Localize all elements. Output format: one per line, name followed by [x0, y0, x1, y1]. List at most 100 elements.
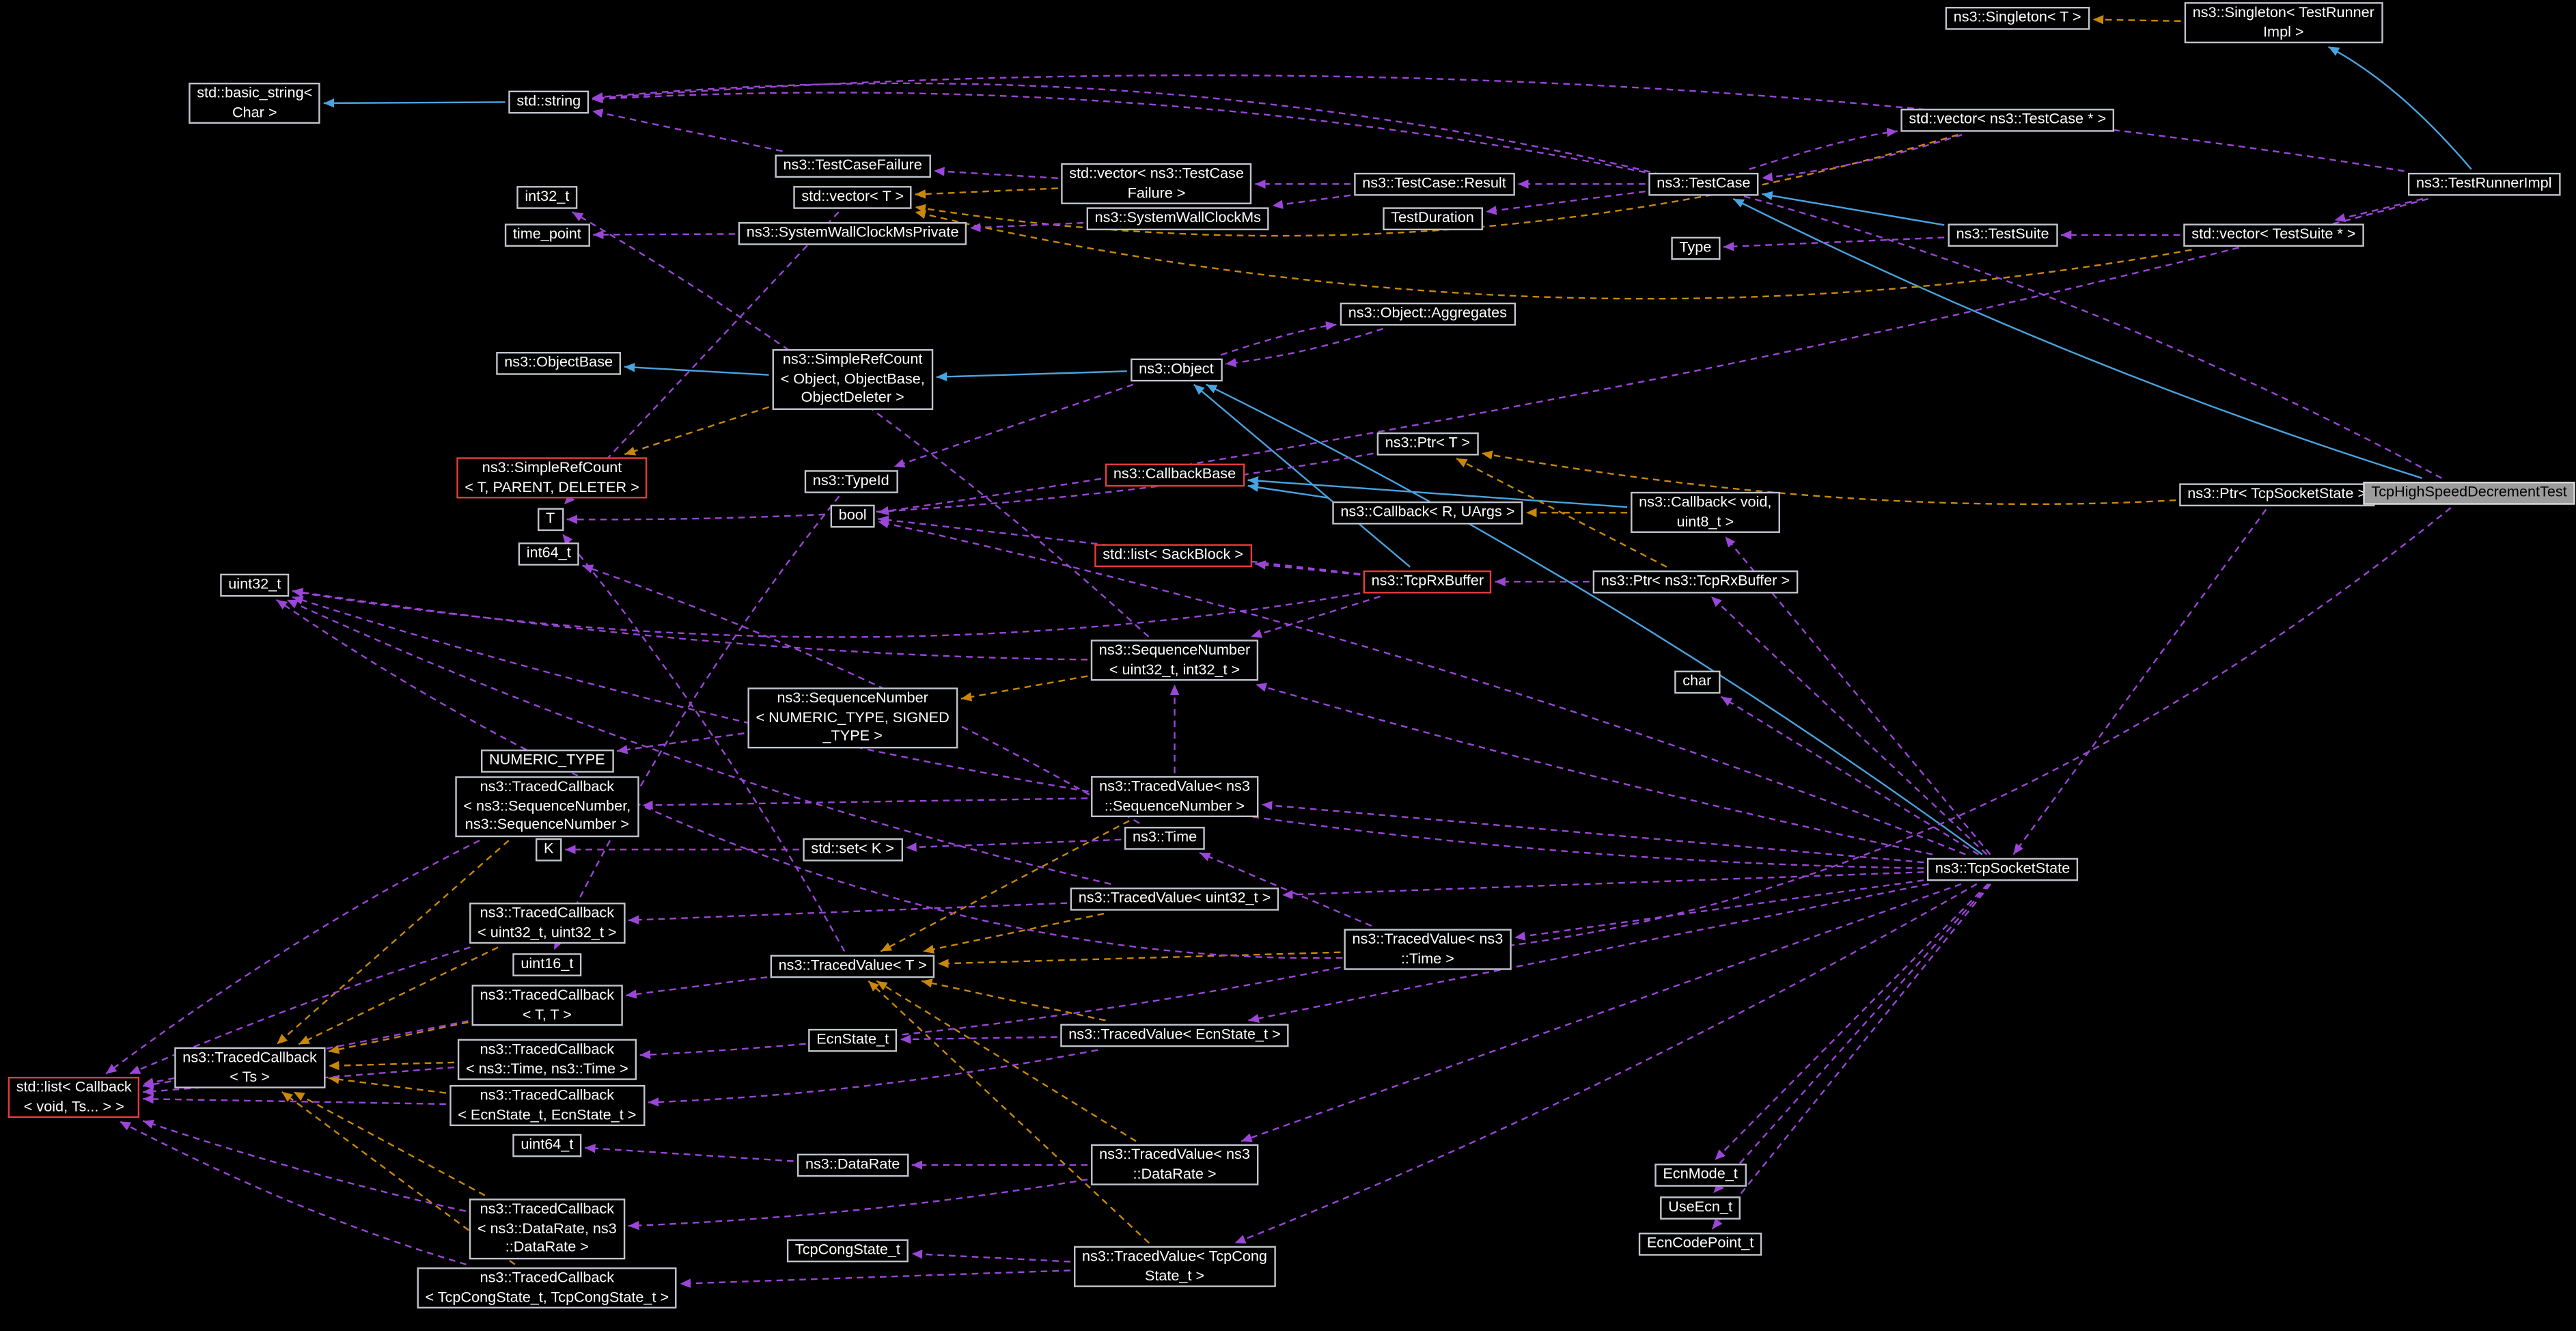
- class-node-tcphighspeeddecrementtest[interactable]: TcpHighSpeedDecrementTest: [2363, 482, 2575, 504]
- use-edge-tracedvalue-tcpcong-to-tracedcallback-tcpcong: [680, 1270, 1070, 1289]
- class-node-label: < TcpCongState_t, TcpCongState_t >: [425, 1288, 669, 1305]
- class-node-testrunnerimpl[interactable]: ns3::TestRunnerImpl: [2407, 172, 2560, 195]
- class-node-ecnstate-t[interactable]: EcnState_t: [808, 1028, 898, 1052]
- template-edge-simplerefcount-object-to-simplerefcount-t: [624, 406, 769, 456]
- class-node-set-k[interactable]: std::set< K >: [803, 838, 902, 861]
- class-node-label: ns3::TracedCallback: [480, 1269, 615, 1286]
- class-node-k[interactable]: K: [535, 838, 562, 861]
- class-node-ptr-tcpsocketstate[interactable]: ns3::Ptr< TcpSocketState >: [2179, 483, 2375, 506]
- class-node-label: Char >: [232, 103, 277, 120]
- use-edge-tcpsocketstate-to-tracedvalue-datarate: [1241, 883, 1962, 1142]
- inherit-edge-callback-void-uint8-to-callbackbase: [1247, 476, 1628, 508]
- class-node-tracedcallback-tcpcong[interactable]: ns3::TracedCallback< TcpCongState_t, Tcp…: [417, 1267, 678, 1309]
- class-node-time-point[interactable]: time_point: [504, 223, 590, 247]
- class-node-type[interactable]: Type: [1671, 236, 1720, 260]
- inherit-edge-object-to-simplerefcount-object: [936, 370, 1127, 382]
- class-node-simplerefcount-object[interactable]: ns3::SimpleRefCount< Object, ObjectBase,…: [772, 348, 933, 411]
- class-node-vector-testcase-ptr[interactable]: std::vector< ns3::TestCase * >: [1900, 109, 2115, 132]
- class-node-tracedcallback-ts[interactable]: ns3::TracedCallback< Ts >: [174, 1047, 325, 1089]
- class-node-tracedvalue-datarate[interactable]: ns3::TracedValue< ns3::DataRate >: [1091, 1144, 1258, 1186]
- class-node-uint16-t[interactable]: uint16_t: [512, 953, 582, 976]
- use-edge-tcpsocketstate-to-bool: [878, 519, 1966, 855]
- class-node-t[interactable]: T: [538, 508, 564, 531]
- class-node-object[interactable]: ns3::Object: [1131, 358, 1222, 381]
- class-node-tracedvalue-ecnstate[interactable]: ns3::TracedValue< EcnState_t >: [1060, 1024, 1289, 1047]
- class-node-seqnum-uint32[interactable]: ns3::SequenceNumber< uint32_t, int32_t >: [1090, 640, 1259, 682]
- class-node-uint32-t[interactable]: uint32_t: [220, 573, 290, 596]
- class-node-objectbase[interactable]: ns3::ObjectBase: [496, 352, 622, 374]
- class-node-testsuite[interactable]: ns3::TestSuite: [1948, 223, 2058, 247]
- class-node-tracedcallback-ecnstate[interactable]: ns3::TracedCallback< EcnState_t, EcnStat…: [449, 1084, 645, 1127]
- class-node-tracedvalue-time[interactable]: ns3::TracedValue< ns3::Time >: [1344, 929, 1512, 971]
- class-node-label: ns3::TestSuite: [1956, 225, 2049, 242]
- class-node-callbackbase[interactable]: ns3::CallbackBase: [1105, 463, 1245, 486]
- class-node-basic-string[interactable]: std::basic_string<Char >: [189, 82, 321, 125]
- use-edge-tcpsocketstate-to-tracedvalue-seqnum: [1261, 801, 1924, 864]
- class-node-int64-t[interactable]: int64_t: [518, 542, 579, 565]
- class-node-char[interactable]: char: [1674, 670, 1720, 694]
- class-node-tracedvalue-seqnum[interactable]: ns3::TracedValue< ns3::SequenceNumber >: [1091, 776, 1258, 818]
- class-node-uint64-t[interactable]: uint64_t: [512, 1134, 582, 1157]
- class-node-testcase[interactable]: ns3::TestCase: [1648, 172, 1759, 195]
- use-edge-testcase-to-testduration: [1486, 191, 1646, 215]
- class-node-testduration[interactable]: TestDuration: [1383, 207, 1482, 230]
- class-node-string[interactable]: std::string: [508, 90, 590, 113]
- use-edge-tracedvalue-tcpcong-to-tcpcongstate-t: [911, 1249, 1070, 1263]
- class-node-object-aggregates[interactable]: ns3::Object::Aggregates: [1340, 302, 1515, 325]
- class-node-ecncodepoint-t[interactable]: EcnCodePoint_t: [1638, 1233, 1762, 1255]
- class-node-tracedvalue-t[interactable]: ns3::TracedValue< T >: [770, 955, 935, 978]
- class-node-numeric-type[interactable]: NUMERIC_TYPE: [481, 750, 613, 772]
- use-edge-object-aggregates-to-object: [1225, 327, 1384, 368]
- class-node-useecn-t[interactable]: UseEcn_t: [1660, 1196, 1741, 1220]
- class-node-tcprxbuffer[interactable]: ns3::TcpRxBuffer: [1363, 570, 1493, 593]
- use-edge-testcase-to-string: [592, 92, 1646, 174]
- class-node-label: ns3::TcpSocketState: [1935, 860, 2071, 877]
- class-node-typeid[interactable]: ns3::TypeId: [804, 470, 898, 493]
- template-edge-ptr-tcprxbuffer-to-ptr-t: [1456, 457, 1667, 568]
- class-node-vector-t[interactable]: std::vector< T >: [793, 186, 912, 209]
- use-edge-testrunnerimpl-to-string: [592, 74, 2405, 172]
- class-node-ecnmode-t[interactable]: EcnMode_t: [1654, 1164, 1746, 1186]
- class-node-systemwallclockmsprivate[interactable]: ns3::SystemWallClockMsPrivate: [738, 222, 967, 245]
- class-node-label: TcpCongState_t: [794, 1241, 900, 1258]
- class-node-callback-void-uint8[interactable]: ns3::Callback< void,uint8_t >: [1631, 491, 1780, 534]
- class-node-tracedcallback-t[interactable]: ns3::TracedCallback< T, T >: [471, 985, 623, 1027]
- class-node-tcpcongstate-t[interactable]: TcpCongState_t: [786, 1239, 909, 1262]
- inherit-edge-testrunnerimpl-to-singleton-testrunnerimpl: [2328, 46, 2472, 170]
- class-node-systemwallclockms[interactable]: ns3::SystemWallClockMs: [1086, 207, 1270, 230]
- class-node-label: ns3::Singleton< TestRunner: [2192, 3, 2374, 20]
- class-node-label: Impl >: [2263, 23, 2304, 40]
- class-node-label: ns3::SequenceNumber >: [465, 816, 629, 833]
- class-node-int32-t[interactable]: int32_t: [516, 186, 578, 209]
- class-node-label: ns3::CallbackBase: [1113, 465, 1236, 482]
- class-node-tracedcallback-uint32[interactable]: ns3::TracedCallback< uint32_t, uint32_t …: [469, 903, 625, 945]
- use-edge-tcpsocketstate-to-tracedvalue-ecnstate: [1248, 883, 1929, 1024]
- class-node-callback-r-uargs[interactable]: ns3::Callback< R, UArgs >: [1332, 501, 1523, 524]
- class-node-label: time_point: [512, 225, 581, 242]
- class-node-label: ns3::Callback< void,: [1639, 493, 1772, 510]
- class-node-bool[interactable]: bool: [830, 504, 875, 527]
- class-node-tcpsocketstate[interactable]: ns3::TcpSocketState: [1926, 857, 2079, 881]
- class-node-seqnum-generic[interactable]: ns3::SequenceNumber< NUMERIC_TYPE, SIGNE…: [747, 687, 958, 749]
- use-edge-object-to-typeid: [894, 383, 1134, 468]
- class-node-datarate[interactable]: ns3::DataRate: [797, 1153, 909, 1177]
- class-node-list-callback[interactable]: std::list< Callback< void, Ts... > >: [8, 1076, 140, 1119]
- class-node-ptr-t[interactable]: ns3::Ptr< T >: [1376, 432, 1479, 455]
- class-node-tracedcallback-datarate[interactable]: ns3::TracedCallback< ns3::DataRate, ns3:…: [469, 1198, 625, 1260]
- class-node-singleton-t[interactable]: ns3::Singleton< T >: [1945, 6, 2090, 29]
- class-node-testcasefailure[interactable]: ns3::TestCaseFailure: [775, 154, 930, 178]
- class-node-tracedvalue-uint32[interactable]: ns3::TracedValue< uint32_t >: [1070, 888, 1279, 910]
- class-node-tracedcallback-seqnum[interactable]: ns3::TracedCallback< ns3::SequenceNumber…: [455, 776, 639, 838]
- class-node-list-sackblock[interactable]: std::list< SackBlock >: [1094, 544, 1251, 567]
- use-edge-tracedcallback-time-to-list-callback: [143, 1066, 455, 1096]
- class-node-ptr-tcprxbuffer[interactable]: ns3::Ptr< ns3::TcpRxBuffer >: [1592, 570, 1799, 593]
- class-node-vector-testsuite-ptr[interactable]: std::vector< TestSuite * >: [2183, 223, 2364, 247]
- class-node-time[interactable]: ns3::Time: [1124, 827, 1206, 849]
- class-node-simplerefcount-t[interactable]: ns3::SimpleRefCount< T, PARENT, DELETER …: [456, 457, 648, 499]
- class-node-tracedcallback-time[interactable]: ns3::TracedCallback< ns3::Time, ns3::Tim…: [457, 1039, 637, 1081]
- class-node-testcase-result[interactable]: ns3::TestCase::Result: [1354, 172, 1514, 195]
